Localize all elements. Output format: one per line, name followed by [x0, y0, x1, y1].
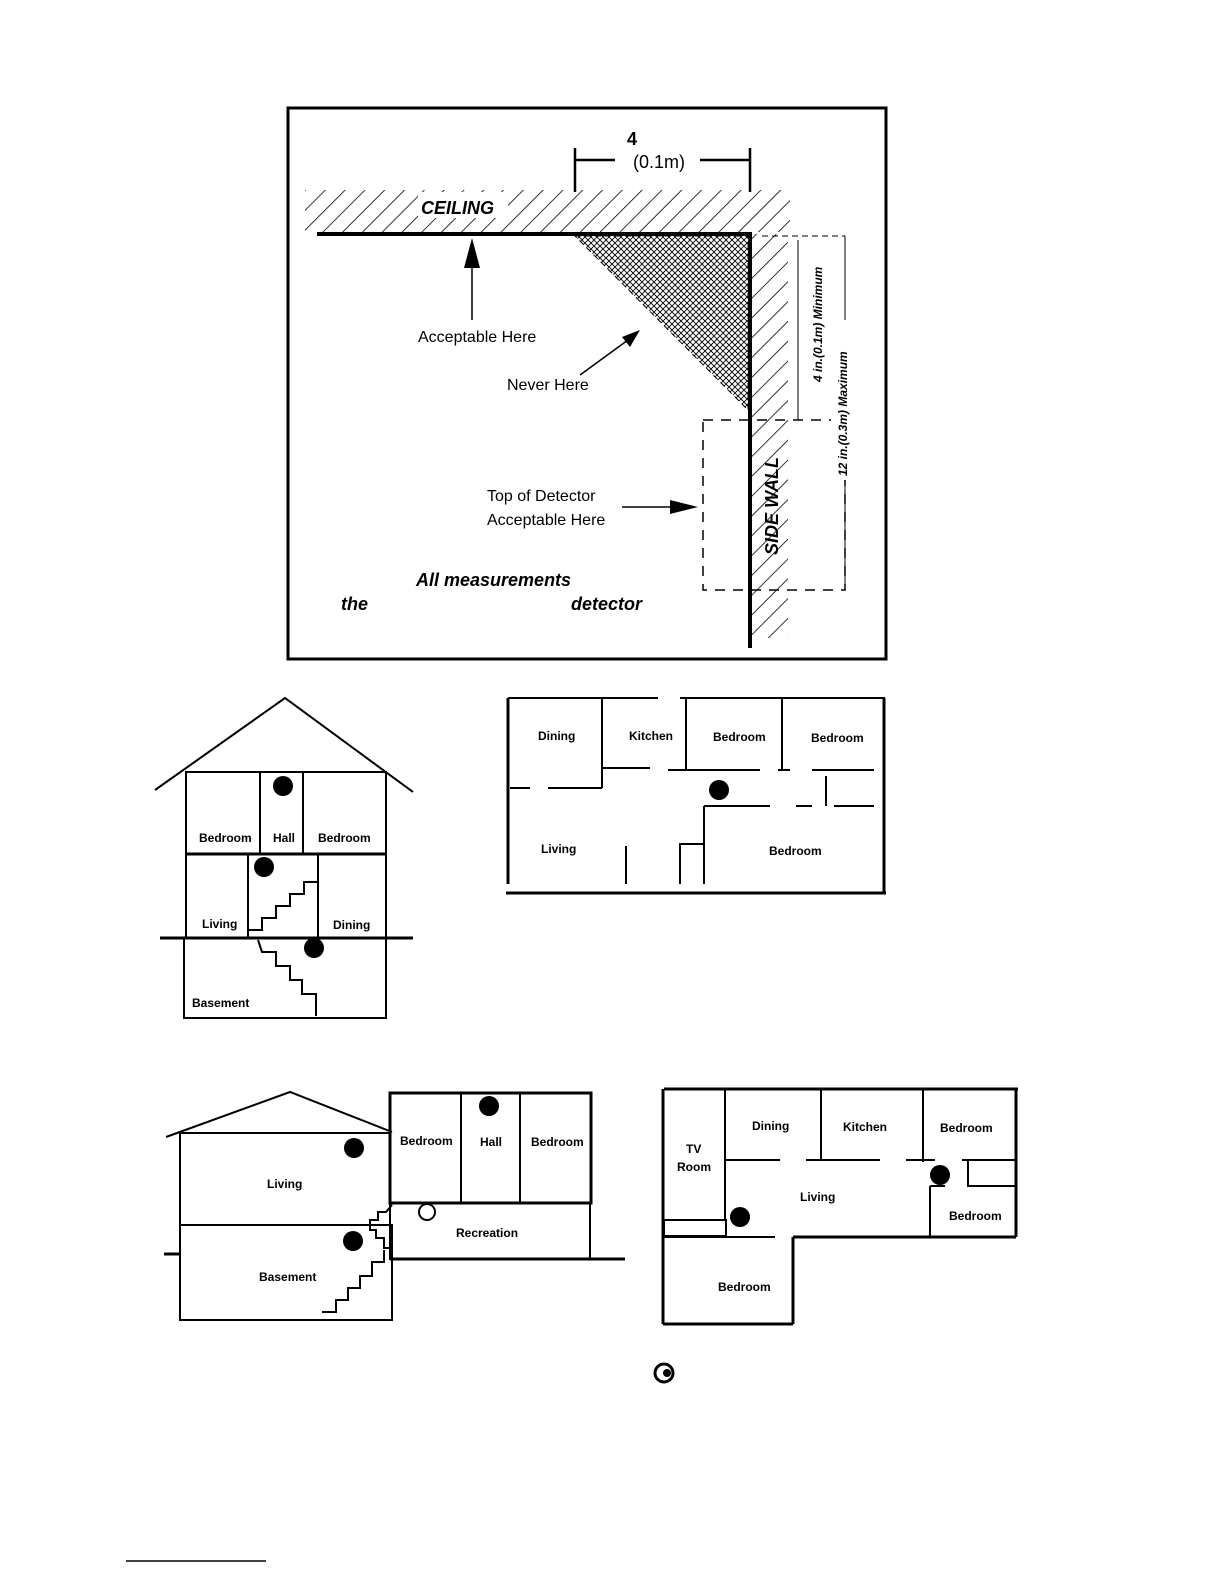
- note-line1: All measurements: [415, 570, 571, 590]
- sl-recreation: Recreation: [456, 1226, 518, 1240]
- hs-living: Living: [202, 917, 237, 931]
- house-two-storey: [154, 696, 414, 1019]
- placement-diagram: 4 (0.1m) CEILING SIDE WALL Acceptable He…: [286, 106, 888, 661]
- floorplan-two: [661, 1087, 1018, 1326]
- hs-bedroom-left: Bedroom: [199, 831, 252, 845]
- maximum-label: 12 in.(0.3m) Maximum: [836, 351, 850, 476]
- dimension-top-value: 4: [627, 129, 637, 149]
- fp2-living: Living: [800, 1190, 835, 1204]
- fp2-bedroom-right: Bedroom: [949, 1209, 1002, 1223]
- top-of-detector-line1: Top of Detector: [487, 488, 596, 505]
- note-the: the: [341, 594, 368, 614]
- house-split-level: [164, 1090, 625, 1321]
- ceiling-hatch: [305, 190, 790, 232]
- fp2-tv: TV: [686, 1142, 701, 1156]
- fp1-bedroom-b: Bedroom: [811, 731, 864, 745]
- detector-basement-dot: [343, 1231, 363, 1251]
- dimension-top-unit: (0.1m): [633, 152, 685, 172]
- hs-dining: Dining: [333, 918, 370, 932]
- sl-living: Living: [267, 1177, 302, 1191]
- acceptable-arrow: [464, 238, 480, 268]
- ceiling-label: CEILING: [421, 198, 494, 218]
- legend-marker: [653, 1362, 675, 1384]
- detector-fp2-right-dot: [930, 1165, 950, 1185]
- top-of-detector-line2: Acceptable Here: [487, 512, 605, 529]
- detector-upper-hall-dot: [479, 1096, 499, 1116]
- fp2-bedroom-bottom: Bedroom: [718, 1280, 771, 1294]
- fp2-dining: Dining: [752, 1119, 789, 1133]
- sl-bedroom-right: Bedroom: [531, 1135, 584, 1149]
- fp1-bedroom-a: Bedroom: [713, 730, 766, 744]
- hs-hall: Hall: [273, 831, 295, 845]
- never-arrow: [622, 330, 640, 347]
- fp2-room: Room: [677, 1160, 711, 1174]
- wall-acceptable-zone: [702, 419, 846, 591]
- sl-bedroom-left: Bedroom: [400, 1134, 453, 1148]
- detector-fp1-dot: [709, 780, 729, 800]
- fp1-kitchen: Kitchen: [629, 729, 673, 743]
- never-here-label: Never Here: [507, 377, 589, 394]
- placement-frame: [286, 106, 888, 661]
- detector-stair-top-dot: [254, 857, 274, 877]
- minimum-label: 4 in.(0.1m) Minimum: [811, 266, 825, 383]
- hs-basement: Basement: [192, 996, 249, 1010]
- never-here-zone: [573, 235, 749, 412]
- fp1-bedroom-c: Bedroom: [769, 844, 822, 858]
- side-wall-label: SIDE WALL: [762, 457, 782, 555]
- note-detector: detector: [571, 594, 643, 614]
- detector-living-dot: [344, 1138, 364, 1158]
- floorplan-one: [506, 697, 886, 895]
- fp2-kitchen: Kitchen: [843, 1120, 887, 1134]
- sl-basement: Basement: [259, 1270, 316, 1284]
- top-of-detector-arrow: [670, 500, 698, 514]
- fp1-dining: Dining: [538, 729, 575, 743]
- fp1-living: Living: [541, 842, 576, 856]
- sl-hall: Hall: [480, 1135, 502, 1149]
- fp2-bedroom-top: Bedroom: [940, 1121, 993, 1135]
- detector-hall-dot: [273, 776, 293, 796]
- detector-fp2-left-dot: [730, 1207, 750, 1227]
- detector-basement-stair-dot: [304, 938, 324, 958]
- acceptable-here-label: Acceptable Here: [418, 329, 536, 346]
- side-wall-hatch: [752, 234, 788, 638]
- hs-bedroom-right: Bedroom: [318, 831, 371, 845]
